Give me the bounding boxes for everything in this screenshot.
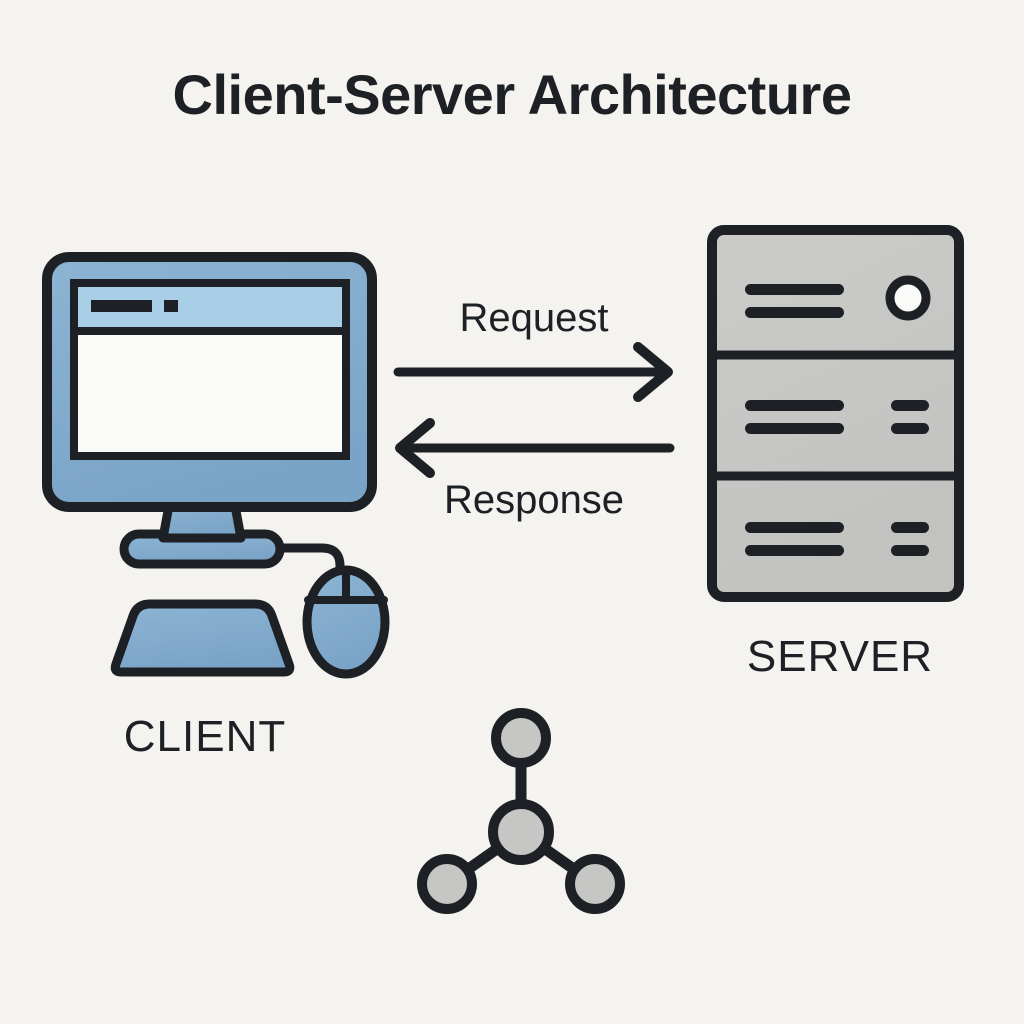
server-bay-3 (745, 522, 929, 556)
mouse-cable-icon (269, 543, 345, 585)
server-power-button-icon (885, 275, 931, 321)
server-bay-1 (745, 275, 931, 321)
titlebar-bar-long (91, 300, 152, 312)
request-flow-label: Request (459, 296, 609, 340)
page-title: Client-Server Architecture (172, 63, 852, 126)
server-tower-group[interactable] (707, 225, 964, 602)
request-arrow-icon (393, 342, 673, 402)
network-nodes-icon (417, 708, 625, 914)
mouse-icon (302, 565, 390, 679)
network-node-center (488, 799, 554, 865)
flow-arrows-group (393, 342, 675, 478)
network-node-top (491, 708, 551, 768)
titlebar-bar-short (164, 300, 178, 312)
window-content-area (70, 327, 350, 460)
server-body (707, 225, 964, 602)
server-label: SERVER (746, 632, 934, 681)
response-arrow-icon (395, 418, 675, 478)
response-flow-label: Response (443, 478, 625, 522)
server-bay-2 (745, 400, 929, 434)
network-node-bottom-left (417, 854, 477, 914)
keyboard-icon (110, 599, 295, 677)
client-label: CLIENT (123, 712, 287, 761)
client-computer-group[interactable] (42, 252, 390, 679)
network-node-bottom-right (565, 854, 625, 914)
